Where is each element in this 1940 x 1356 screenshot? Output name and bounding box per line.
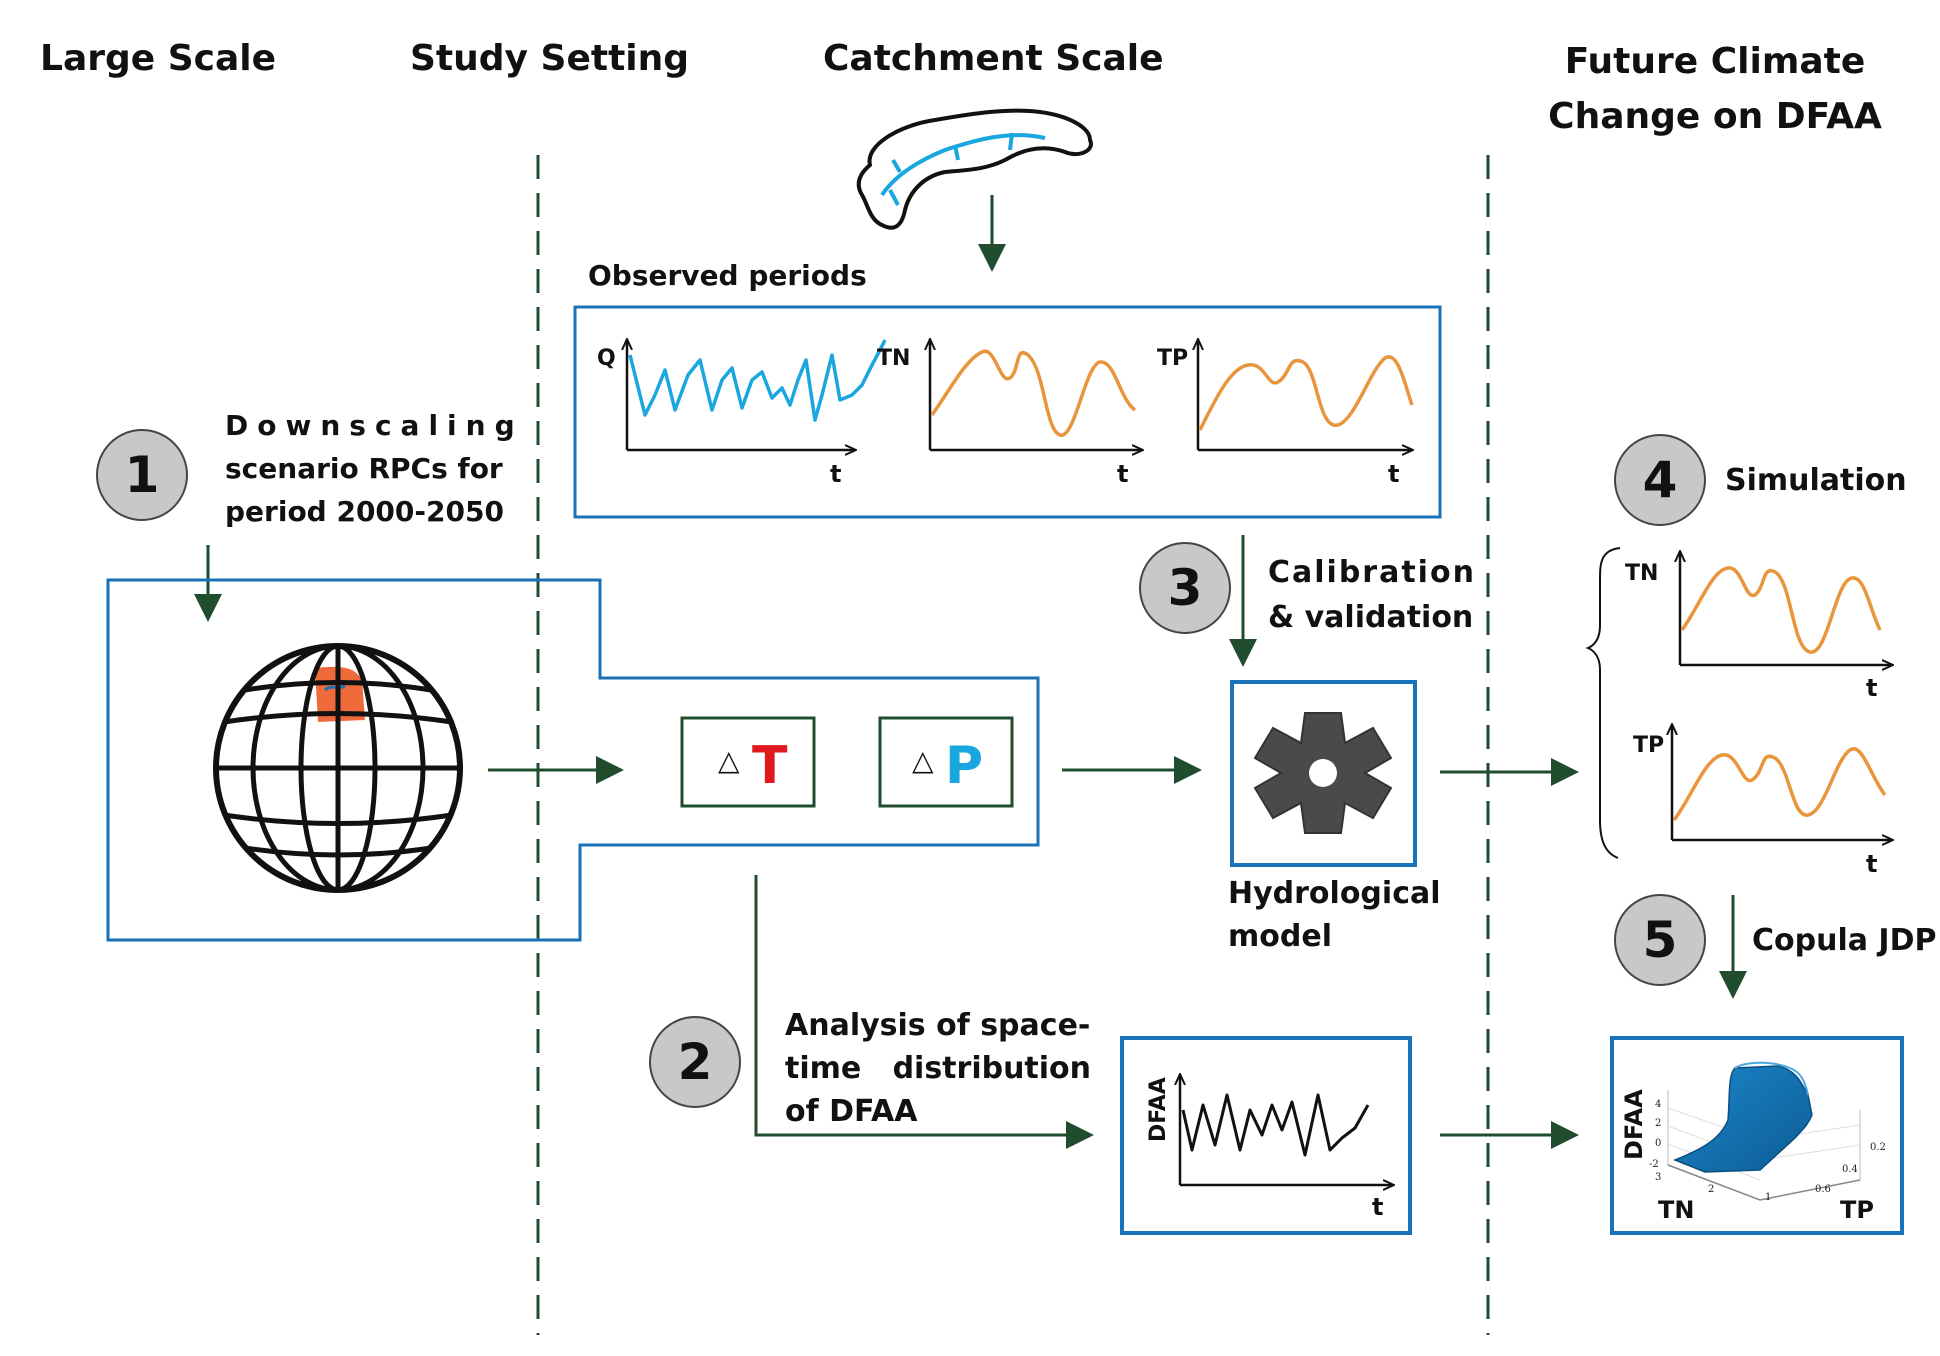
column-large-scale: Large Scale (40, 38, 276, 79)
plot-q-t: t (830, 460, 841, 488)
plot-tn-observed (930, 340, 1142, 450)
copula-ytick-02: 0.2 (1870, 1142, 1886, 1153)
observed-periods-box (573, 305, 1442, 519)
step-4-number: 4 (1643, 451, 1678, 509)
dfaa-plot-ylabel: DFAA (1146, 1077, 1171, 1142)
copula-xtick-3: 3 (1655, 1172, 1661, 1183)
catchment-map-icon (856, 108, 1093, 230)
copula-ztick-0: 0 (1655, 1138, 1661, 1149)
delta-p-letter: P (945, 736, 983, 796)
observed-periods-title: Observed periods (588, 259, 867, 292)
downscaling-line2: scenario RPCs for (225, 452, 503, 485)
calibration-line2: & validation (1268, 600, 1473, 635)
gear-icon (1253, 712, 1393, 834)
plot-tp-simulated (1672, 725, 1892, 840)
column-study-setting: Study Setting (410, 38, 689, 79)
step-1-number: 1 (125, 446, 160, 504)
step-3-number: 3 (1168, 559, 1203, 617)
downscaling-line3: period 2000-2050 (225, 495, 504, 528)
step-3-badge: 3 (1139, 542, 1231, 634)
delta-p-symbol: △ (912, 744, 934, 777)
plot-tp-observed-label: TP (1157, 346, 1188, 371)
copula-ztick-2: 2 (1655, 1118, 1661, 1129)
delta-t-letter: T (752, 736, 788, 796)
delta-t-box (680, 716, 816, 808)
analysis-line2: time distribution (785, 1051, 1091, 1086)
column-catchment-scale: Catchment Scale (823, 38, 1164, 79)
step-2-badge: 2 (649, 1016, 741, 1108)
plot-tn-simulated (1680, 552, 1892, 665)
downscaling-region-box (106, 578, 1040, 942)
copula-ztick-neg2: -2 (1649, 1159, 1659, 1170)
plot-tp-simulated-label: TP (1633, 733, 1664, 758)
dfaa-plot-t: t (1372, 1193, 1383, 1221)
simulation-brace (1585, 547, 1621, 859)
step-5-number: 5 (1643, 911, 1678, 969)
plot-tn-observed-t: t (1117, 460, 1128, 488)
downscaling-line1: Downscaling (225, 409, 524, 442)
copula-ytick-04: 0.4 (1842, 1164, 1858, 1175)
plot-tn-simulated-t: t (1866, 674, 1877, 702)
hydro-label-line1: Hydrological (1228, 876, 1441, 911)
delta-t-symbol: △ (718, 744, 740, 777)
analysis-line3: of DFAA (785, 1094, 918, 1129)
step-1-badge: 1 (96, 429, 188, 521)
column-future-line1: Future Climate (1565, 41, 1866, 82)
copula-ztick-4: 4 (1655, 1099, 1661, 1110)
copula-xlabel: TN (1658, 1196, 1694, 1224)
copula-ytick-06: 0.6 (1815, 1184, 1831, 1195)
copula-xtick-1: 1 (1765, 1192, 1771, 1203)
analysis-line1: Analysis of space- (785, 1008, 1090, 1043)
column-future-line2: Change on DFAA (1548, 96, 1882, 137)
plot-tp-observed (1198, 340, 1412, 450)
step-2-number: 2 (678, 1033, 713, 1091)
step-5-badge: 5 (1614, 894, 1706, 986)
plot-tn-observed-label: TN (877, 346, 910, 371)
plot-tp-simulated-t: t (1866, 850, 1877, 878)
copula-xtick-2: 2 (1708, 1184, 1714, 1195)
plot-q-label: Q (597, 346, 616, 371)
copula-zlabel: DFAA (1620, 1089, 1648, 1160)
plot-tp-observed-t: t (1388, 460, 1399, 488)
dfaa-plot (1180, 1075, 1393, 1185)
arrow-to-dfaa-analysis (754, 875, 1094, 1149)
calibration-line1: Calibration (1268, 555, 1476, 590)
plot-q (627, 340, 887, 450)
simulation-label: Simulation (1725, 463, 1907, 498)
copula-ylabel: TP (1840, 1196, 1874, 1224)
dfaa-plot-box (1120, 1036, 1412, 1235)
plot-tn-simulated-label: TN (1625, 561, 1658, 586)
step-4-badge: 4 (1614, 434, 1706, 526)
delta-p-box (878, 716, 1014, 808)
copula-surface-plot (1667, 1061, 1861, 1201)
hydro-label-line2: model (1228, 919, 1332, 954)
copula-label: Copula JDP (1752, 923, 1936, 958)
globe-icon (213, 643, 463, 893)
